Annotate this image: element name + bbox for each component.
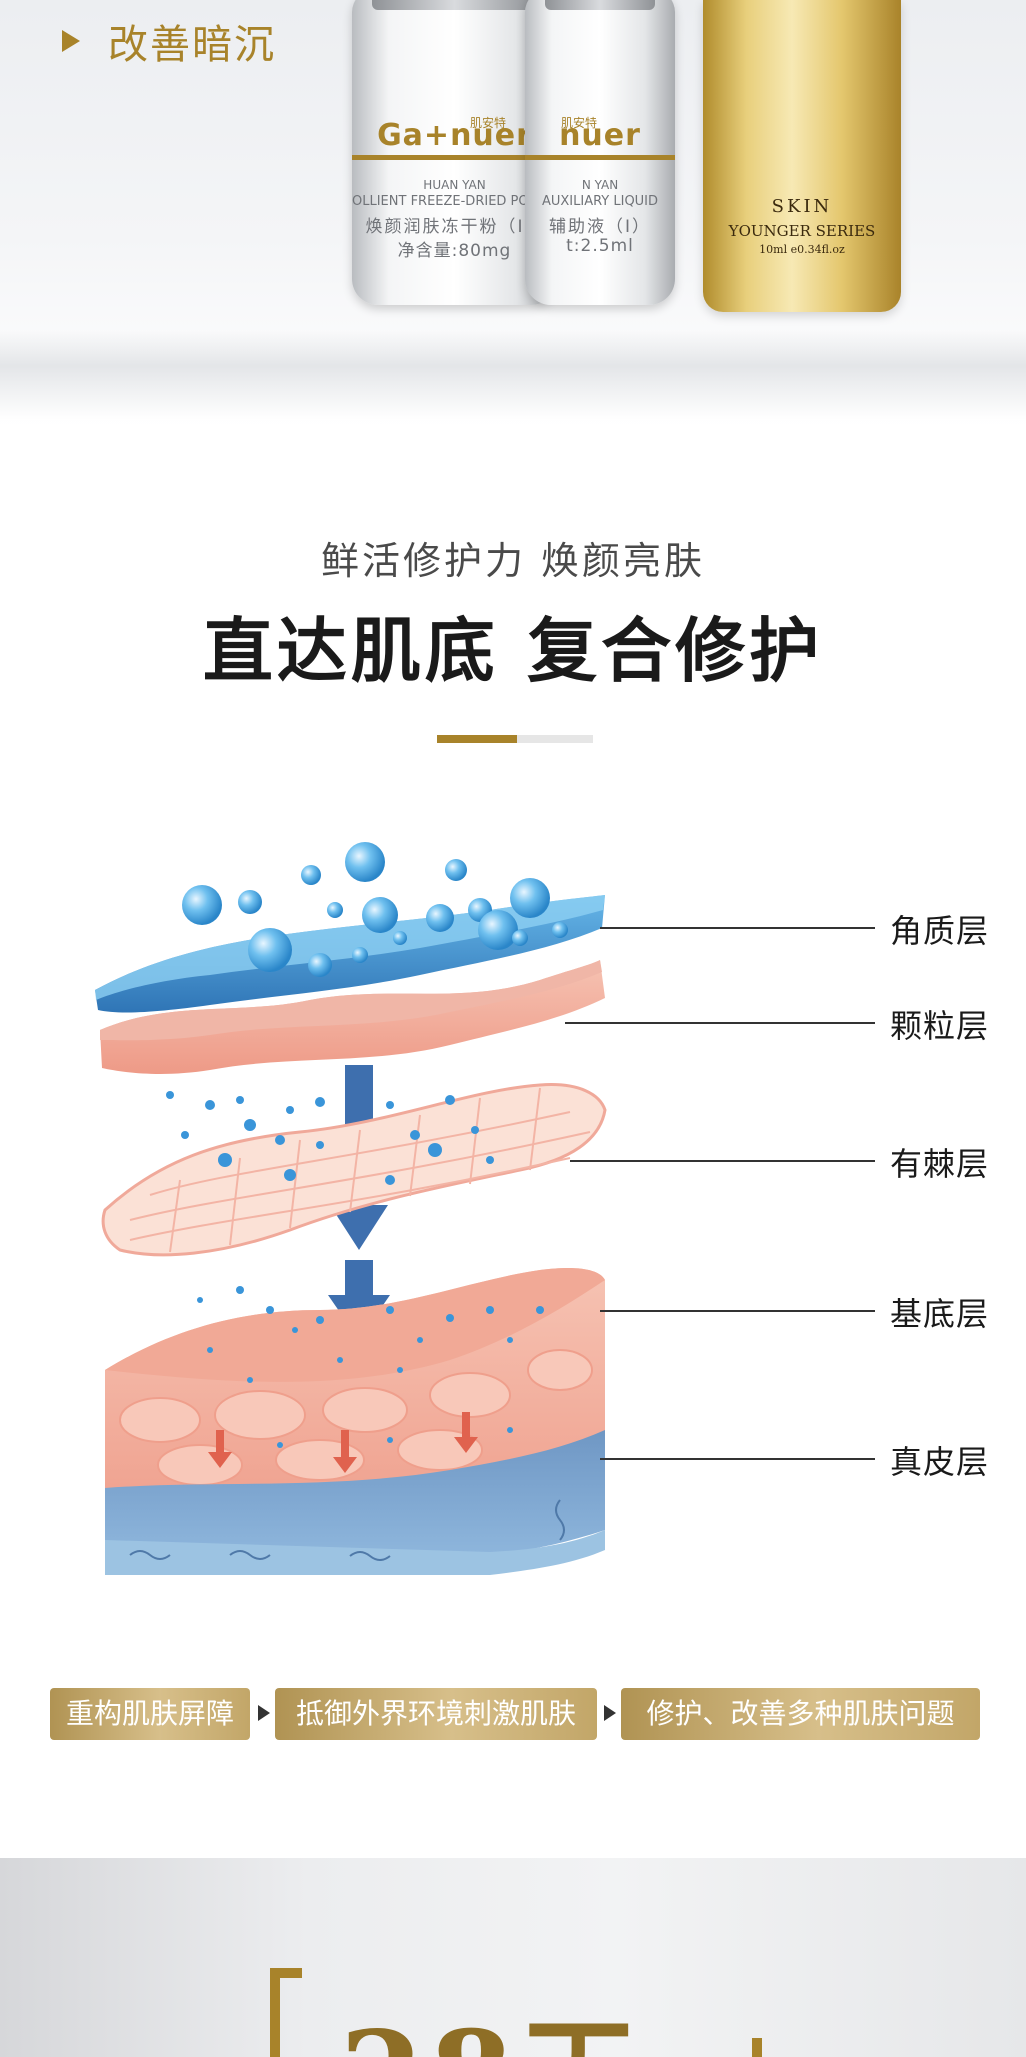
leader-line (565, 1022, 875, 1024)
vial-line-4: 净含量:80mg (397, 241, 512, 261)
section-title: 直达肌底 复合修护 (202, 610, 824, 692)
bottle-line-3: 10ml e0.34fl.oz (759, 243, 845, 256)
arrow-right-icon (604, 1705, 616, 1721)
layer-label-basal: 基底层 (890, 1295, 990, 1333)
vial-line-1: HUAN YAN (423, 178, 486, 192)
days-heading: 28天 (340, 1978, 645, 2057)
leader-line (600, 927, 875, 929)
layer-label-dermis: 真皮层 (890, 1443, 990, 1481)
leader-line (600, 1310, 875, 1312)
benefit-tag: 抵御外界环境刺激肌肤 (275, 1688, 597, 1740)
vial-line-1: N YAN (581, 178, 619, 192)
vial-brand-cn: 肌安特 (561, 116, 598, 130)
feature-text: 改善暗沉 (108, 22, 276, 68)
leader-line (600, 1458, 875, 1460)
section-subtitle: 鲜活修护力 焕颜亮肤 (320, 539, 706, 583)
layer-label-granular: 颗粒层 (890, 1007, 990, 1045)
vial-gold-bar (352, 155, 557, 160)
benefit-tag: 修护、改善多种肌肤问题 (621, 1688, 980, 1740)
benefit-tag: 重构肌肤屏障 (50, 1688, 250, 1740)
vial-brand-cn: 肌安特 (470, 116, 507, 130)
arrow-right-icon (258, 1705, 270, 1721)
feature-row: 改善暗沉 (62, 12, 276, 70)
skin-layers-illustration (95, 842, 607, 1575)
divider-gold-segment (437, 735, 517, 743)
layer-label-stratum-corneum: 角质层 (890, 912, 990, 950)
vial-brand: nuer (559, 118, 641, 153)
vial-line-2: OLLIENT FREEZE-DRIED POWDE (352, 194, 557, 209)
layer-label-spinous: 有棘层 (890, 1145, 990, 1183)
title-divider (437, 735, 593, 743)
vial-line-4: t:2.5ml (566, 236, 634, 256)
vial-gold-bar (525, 155, 675, 160)
benefit-tags: 重构肌肤屏障 抵御外界环境刺激肌肤 修护、改善多种肌肤问题 (50, 1688, 980, 1740)
vial-brand: Ga+nuer (377, 118, 532, 153)
bracket-right (730, 2038, 762, 2057)
vial-line-3: 辅助液（Ⅰ） (548, 217, 651, 237)
skin-layer-diagram: 角质层 颗粒层 有棘层 基底层 真皮层 (90, 840, 988, 1580)
bottle-line-1: SKIN (771, 196, 833, 217)
bracket-left (270, 1968, 302, 2057)
auxiliary-liquid-vial: 肌安特 nuer N YAN AUXILIARY LIQUID 辅助液（Ⅰ） t… (525, 0, 675, 305)
vial-line-2: AUXILIARY LIQUID (541, 194, 659, 209)
next-section-banner: 28天 (0, 1858, 1026, 2057)
leader-line (570, 1160, 875, 1162)
bottle-line-2: YOUNGER SERIES (728, 222, 876, 240)
shelf-reflection (0, 330, 1026, 420)
vial-cap (372, 0, 537, 10)
vial-line-3: 焕颜润肤冻干粉（Ⅰ） (365, 217, 544, 237)
product-banner: 改善暗沉 肌安特 Ga+nuer HUAN YAN OLLIENT FREEZE… (0, 0, 1026, 430)
gold-serum-bottle: SKIN YOUNGER SERIES 10ml e0.34fl.oz (703, 0, 901, 312)
freeze-dried-powder-vial: 肌安特 Ga+nuer HUAN YAN OLLIENT FREEZE-DRIE… (352, 0, 557, 305)
play-triangle-icon (62, 30, 80, 52)
vial-cap (545, 0, 655, 10)
